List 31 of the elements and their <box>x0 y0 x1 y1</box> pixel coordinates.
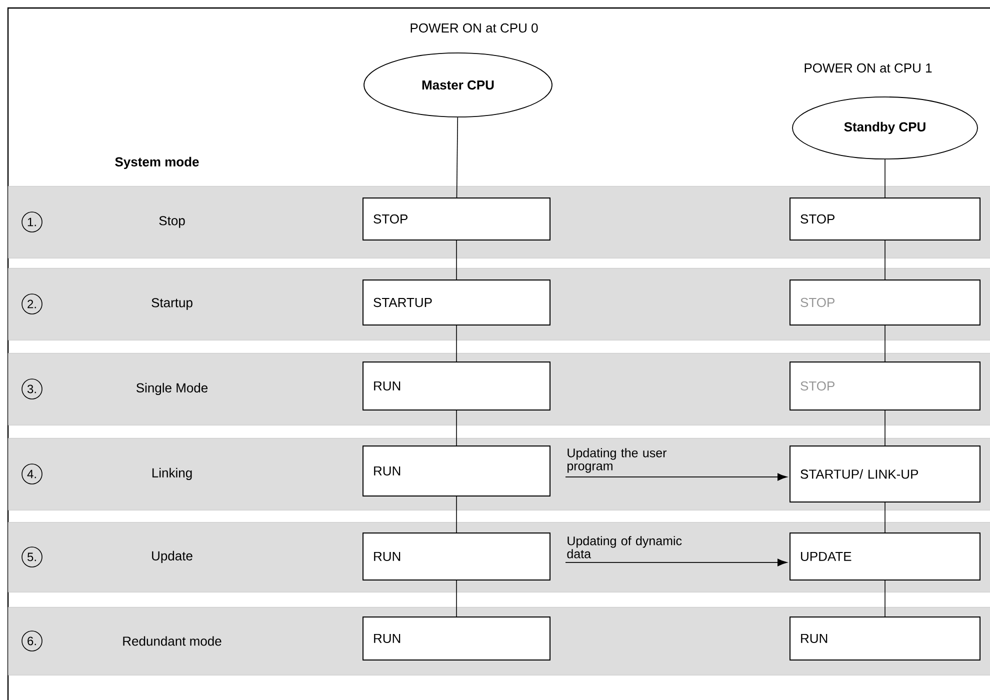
connector-line <box>456 240 457 280</box>
connector-line <box>456 325 457 362</box>
state-box: STARTUP/ LINK-UP <box>790 445 980 502</box>
arrow <box>565 558 788 566</box>
connector-line <box>884 159 886 198</box>
state-box: STARTUP <box>362 279 550 326</box>
state-box: RUN <box>790 616 980 660</box>
connector-line <box>456 580 457 617</box>
arrow <box>565 473 788 481</box>
power-on-label: POWER ON at CPU 0 <box>410 23 538 33</box>
connector-line <box>456 496 457 533</box>
connector-line <box>884 410 886 446</box>
state-box: STOP <box>790 361 980 410</box>
column-heading: System mode <box>115 156 199 170</box>
connector-line <box>884 325 886 362</box>
edge-label: Updating of dynamic data <box>567 536 682 558</box>
connector-line <box>884 502 886 533</box>
state-box: RUN <box>362 445 550 496</box>
power-on-label: POWER ON at CPU 1 <box>804 63 932 73</box>
state-box: UPDATE <box>790 532 980 580</box>
connector-line <box>456 410 457 446</box>
state-box: STOP <box>790 279 980 326</box>
connector-line <box>884 580 886 617</box>
state-box: STOP <box>790 197 980 240</box>
connector-line <box>884 240 886 280</box>
state-box: RUN <box>362 361 550 410</box>
state-box: RUN <box>362 532 550 580</box>
connector-line <box>456 117 458 198</box>
state-box: STOP <box>362 197 550 240</box>
state-box: RUN <box>362 616 550 660</box>
edge-label: Updating the user program <box>568 448 667 473</box>
